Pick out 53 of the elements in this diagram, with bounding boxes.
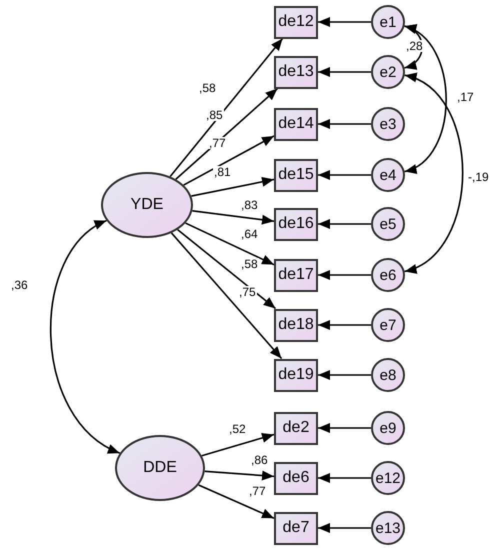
path-arrow xyxy=(175,88,278,180)
path-arrow xyxy=(318,170,371,180)
covariance-arrow xyxy=(404,74,464,272)
path-arrow xyxy=(177,229,276,310)
path-arrow xyxy=(318,219,371,229)
path-arrow xyxy=(318,17,371,27)
observed-variable-box: de14 xyxy=(274,108,318,140)
path-arrow xyxy=(318,370,371,380)
path-arrow xyxy=(318,523,371,533)
edge-label: ,77 xyxy=(208,137,227,149)
path-arrow xyxy=(204,470,274,480)
edge-label: ,58 xyxy=(198,82,217,94)
path-arrow xyxy=(318,423,371,433)
edge-label: ,86 xyxy=(250,454,269,466)
edge-label: ,75 xyxy=(238,286,257,298)
path-arrow xyxy=(318,119,371,129)
edge-label: ,83 xyxy=(240,199,259,211)
path-arrow xyxy=(185,222,274,266)
edge-label: ,17 xyxy=(456,91,475,103)
latent-variable-ellipse: DDE xyxy=(115,435,205,501)
edge-label: ,64 xyxy=(240,228,259,240)
path-arrow xyxy=(198,484,274,520)
path-arrow xyxy=(318,473,371,483)
covariance-arrow xyxy=(404,25,447,172)
observed-variable-box: de16 xyxy=(274,208,318,240)
observed-variable-box: de13 xyxy=(274,56,318,88)
path-arrow xyxy=(202,433,274,456)
edge-label: ,85 xyxy=(205,109,224,121)
edge-label: ,58 xyxy=(240,258,259,270)
path-arrow xyxy=(318,67,371,77)
observed-variable-box: de7 xyxy=(274,512,318,544)
observed-variable-box: de2 xyxy=(274,412,318,444)
covariance-arrow xyxy=(50,220,120,454)
observed-variable-box: de15 xyxy=(274,158,318,192)
path-arrow xyxy=(191,176,274,197)
observed-variable-box: de18 xyxy=(274,308,318,342)
latent-variable-ellipse: YDE xyxy=(101,172,193,238)
path-arrow xyxy=(192,210,274,225)
edge-label: ,36 xyxy=(10,279,29,291)
path-arrow xyxy=(318,270,371,280)
edge-label: ,77 xyxy=(248,485,267,497)
path-arrow xyxy=(318,320,371,330)
edge-label: ,81 xyxy=(213,166,232,178)
edge-label: -,19 xyxy=(467,171,490,183)
path-arrow xyxy=(170,232,282,360)
observed-variable-box: de17 xyxy=(274,258,318,292)
edge-label: ,28 xyxy=(405,40,424,52)
observed-variable-box: de6 xyxy=(274,462,318,494)
observed-variable-box: de19 xyxy=(274,358,318,392)
path-arrow xyxy=(170,38,284,178)
observed-variable-box: de12 xyxy=(274,6,318,38)
path-arrow xyxy=(183,135,274,186)
edge-label: ,52 xyxy=(228,423,247,435)
